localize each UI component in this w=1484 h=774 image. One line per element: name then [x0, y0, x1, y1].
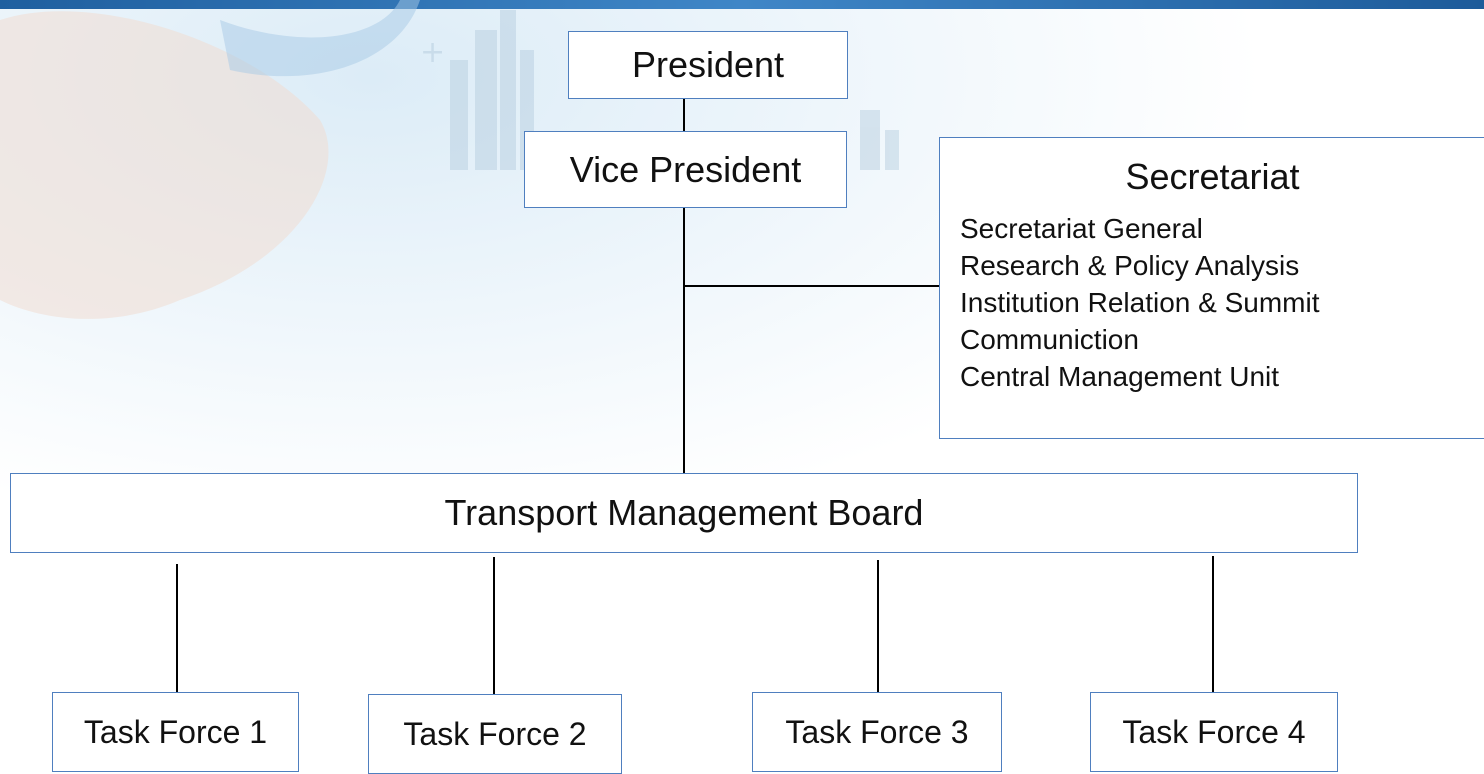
president-label: President: [631, 44, 785, 85]
board-label: Transport Management Board: [444, 492, 924, 533]
secretariat-item: Institution Relation & Summit: [960, 287, 1320, 318]
task-force-label: Task Force 3: [785, 713, 969, 750]
connector-board-task-force-1: [176, 564, 178, 692]
connector-board-task-force-2: [493, 557, 495, 694]
secretariat-item: Research & Policy Analysis: [960, 250, 1300, 281]
connector-board-task-force-3: [877, 560, 879, 692]
secretariat-item: Communiction: [960, 324, 1139, 355]
secretariat-list: Secretariat General Research & Policy An…: [960, 210, 1320, 395]
task-force-2-box: Task Force 2: [368, 694, 622, 774]
president-box: President: [568, 31, 848, 99]
task-force-label: Task Force 4: [1122, 713, 1306, 750]
vice-president-label: Vice President: [569, 148, 802, 190]
connector-board-task-force-4: [1212, 556, 1214, 692]
secretariat-item: Central Management Unit: [960, 361, 1280, 392]
secretariat-title: Secretariat: [1125, 156, 1300, 197]
secretariat-item: Secretariat General: [960, 213, 1203, 244]
svg-text:+: +: [420, 35, 445, 70]
transport-management-board-box: Transport Management Board: [10, 473, 1358, 553]
connector-president-vice: [683, 98, 685, 131]
connector-secretariat: [684, 285, 940, 287]
task-force-4-box: Task Force 4: [1090, 692, 1338, 772]
secretariat-box: Secretariat Secretariat General Research…: [939, 137, 1484, 439]
task-force-3-box: Task Force 3: [752, 692, 1002, 772]
vice-president-box: Vice President: [524, 131, 847, 208]
task-force-1-box: Task Force 1: [52, 692, 299, 772]
task-force-label: Task Force 1: [83, 713, 268, 750]
connector-vice-board: [683, 205, 685, 473]
task-force-label: Task Force 2: [403, 715, 587, 752]
